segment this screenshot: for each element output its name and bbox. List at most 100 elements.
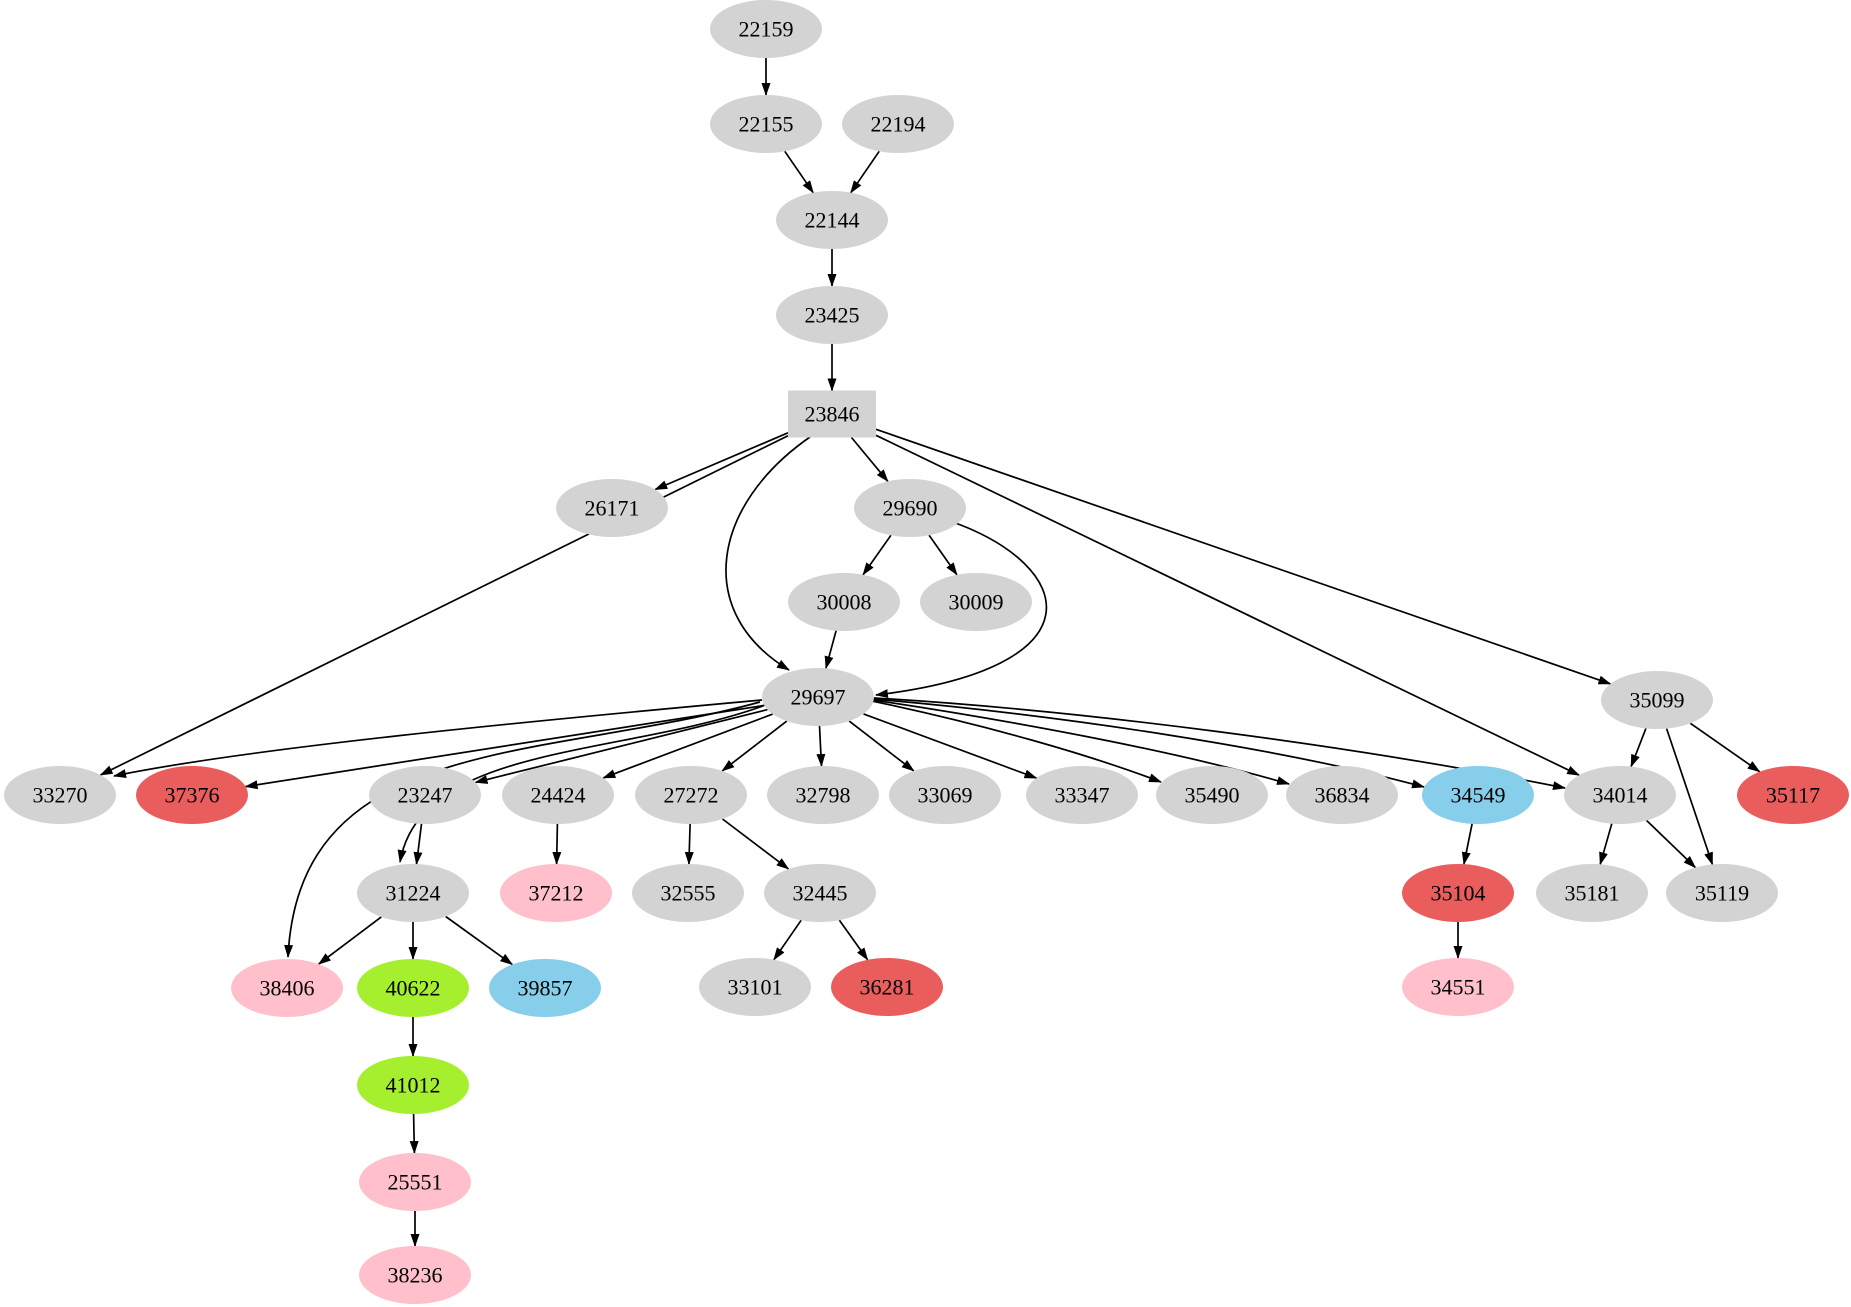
node-ellipse-shape: [1601, 671, 1713, 729]
node-35119: 35119: [1666, 864, 1778, 922]
node-ellipse-shape: [1666, 864, 1778, 922]
node-ellipse-shape: [635, 766, 747, 824]
node-label: 29697: [791, 685, 846, 710]
node-35181: 35181: [1536, 864, 1648, 922]
edge-31224-39857: [445, 915, 514, 966]
node-label: 26171: [585, 496, 640, 521]
node-label: 35099: [1630, 688, 1685, 713]
node-36834: 36834: [1286, 766, 1398, 824]
node-label: 35117: [1766, 783, 1820, 808]
edge-22155-22144: [784, 150, 814, 194]
node-23247: 23247: [369, 766, 481, 824]
node-label: 34549: [1451, 783, 1506, 808]
edge-23247-31224: [413, 823, 423, 866]
node-34551: 34551: [1402, 958, 1514, 1016]
node-label: 32798: [796, 783, 851, 808]
node-32445: 32445: [764, 864, 876, 922]
node-29697: 29697: [762, 668, 874, 726]
node-label: 23425: [805, 303, 860, 328]
node-box-shape: [788, 390, 876, 438]
edge-29697-33069: [848, 720, 915, 772]
edge-35099-35117: [1689, 722, 1761, 773]
node-ellipse-shape: [889, 766, 1001, 824]
edge-35099-35119: [1665, 728, 1714, 866]
edge-29690-29697: [875, 520, 1048, 699]
node-label: 31224: [386, 881, 441, 906]
node-label: 33347: [1055, 783, 1110, 808]
node-ellipse-shape: [788, 573, 900, 631]
node-label: 22159: [739, 17, 794, 42]
node-33270: 33270: [4, 766, 116, 824]
node-40622: 40622: [357, 959, 469, 1017]
node-34549: 34549: [1422, 766, 1534, 824]
node-ellipse-shape: [502, 766, 614, 824]
node-35099: 35099: [1601, 671, 1713, 729]
node-label: 38236: [388, 1263, 443, 1288]
node-35490: 35490: [1156, 766, 1268, 824]
node-ellipse-shape: [854, 479, 966, 537]
node-ellipse-shape: [357, 864, 469, 922]
node-ellipse-shape: [767, 766, 879, 824]
node-34014: 34014: [1564, 766, 1676, 824]
edge-41012-25551: [409, 1113, 419, 1154]
edge-29690-30008: [862, 534, 892, 576]
node-35104: 35104: [1402, 864, 1514, 922]
node-ellipse-shape: [762, 668, 874, 726]
node-22194: 22194: [842, 95, 954, 153]
edge-29690-30009: [928, 534, 958, 576]
edge-32445-33101: [773, 919, 802, 961]
node-ellipse-shape: [776, 191, 888, 249]
node-ellipse-shape: [359, 1153, 471, 1211]
node-ellipse-shape: [369, 766, 481, 824]
node-label: 40622: [386, 976, 441, 1001]
edge-29697-35490: [871, 700, 1162, 783]
edge-29697-23247: [474, 708, 768, 784]
edge-30008-29697: [824, 630, 837, 670]
node-ellipse-shape: [231, 959, 343, 1017]
edge-35099-34014: [1630, 728, 1647, 768]
node-ellipse-shape: [699, 958, 811, 1016]
edge-23846-35099: [875, 428, 1612, 685]
node-29690: 29690: [854, 479, 966, 537]
node-22144: 22144: [776, 191, 888, 249]
edge-34014-35181: [1599, 823, 1613, 866]
node-ellipse-shape: [1402, 864, 1514, 922]
edge-24424-37212: [552, 823, 562, 865]
node-ellipse-shape: [500, 864, 612, 922]
node-label: 34014: [1593, 783, 1648, 808]
node-36281: 36281: [831, 958, 943, 1016]
edge-34549-35104: [1461, 823, 1473, 866]
node-ellipse-shape: [1026, 766, 1138, 824]
node-37376: 37376: [136, 766, 248, 824]
node-26171: 26171: [556, 479, 668, 537]
edge-23846-33270: [99, 434, 789, 776]
node-ellipse-shape: [136, 766, 248, 824]
edge-29697-27272: [721, 720, 788, 772]
node-label: 24424: [531, 783, 586, 808]
node-ellipse-shape: [920, 573, 1032, 631]
node-41012: 41012: [357, 1056, 469, 1114]
node-ellipse-shape: [357, 1056, 469, 1114]
node-label: 35490: [1185, 783, 1240, 808]
edge-27272-32555: [684, 823, 694, 865]
node-37212: 37212: [500, 864, 612, 922]
node-22159: 22159: [710, 0, 822, 58]
node-38236: 38236: [359, 1246, 471, 1304]
node-label: 36281: [860, 975, 915, 1000]
edge-27272-32445: [721, 818, 790, 870]
node-ellipse-shape: [1286, 766, 1398, 824]
edge-22194-22144: [850, 150, 880, 194]
node-ellipse-shape: [776, 286, 888, 344]
node-23425: 23425: [776, 286, 888, 344]
node-label: 33069: [918, 783, 973, 808]
node-ellipse-shape: [489, 959, 601, 1017]
edge-23846-29697: [725, 436, 811, 671]
edge-29697-32798: [816, 725, 826, 767]
node-label: 29690: [883, 496, 938, 521]
node-label: 22144: [805, 208, 860, 233]
node-24424: 24424: [502, 766, 614, 824]
node-ellipse-shape: [1536, 864, 1648, 922]
node-22155: 22155: [710, 95, 822, 153]
